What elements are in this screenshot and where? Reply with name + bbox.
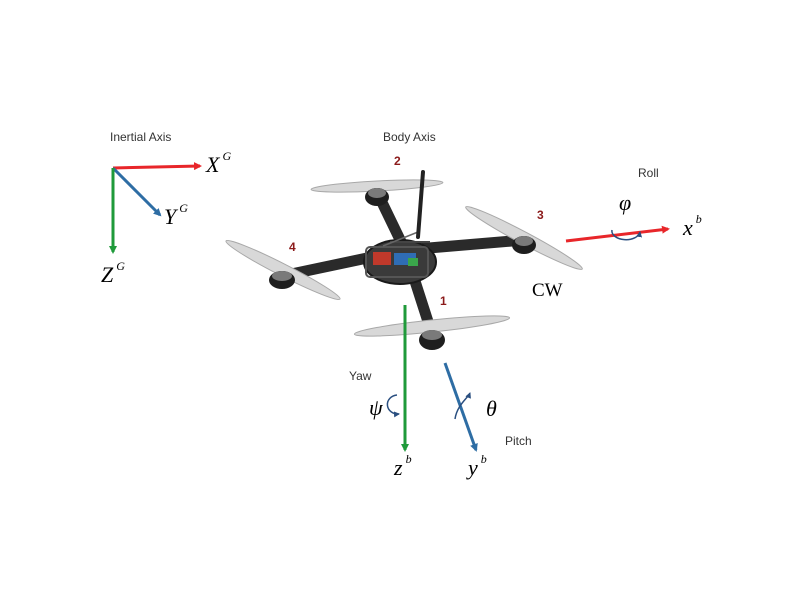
inertial-axis-caption: Inertial Axis [110, 130, 172, 144]
motor-2 [365, 188, 389, 206]
motor-3 [512, 236, 536, 254]
rotation-direction-label: CW [532, 280, 563, 301]
rotor-number-4: 4 [289, 240, 296, 254]
motor-4 [269, 271, 295, 289]
inertial-y-axis-arrow [111, 166, 162, 217]
drone-battery [373, 252, 391, 265]
yaw-rotation-arrow [386, 394, 400, 418]
yaw-angle-symbol: ψ [369, 395, 383, 420]
drone-center-frame [363, 231, 437, 285]
roll-angle-symbol: φ [619, 190, 632, 215]
roll-rotation-arrow [611, 229, 643, 241]
inertial-axes [109, 162, 202, 254]
pitch-caption: Pitch [505, 434, 532, 448]
drone-antenna [416, 170, 425, 239]
pitch-angle-symbol: θ [486, 396, 497, 421]
yaw-caption: Yaw [349, 369, 372, 383]
rotor-number-1: 1 [440, 294, 447, 308]
pitch-rotation-arrow [454, 392, 471, 420]
body-x-axis-arrow [565, 225, 670, 243]
motor-1 [419, 330, 445, 350]
body-axis-caption: Body Axis [383, 130, 436, 144]
inertial-x-axis-arrow [112, 162, 202, 171]
rotor-number-3: 3 [537, 208, 544, 222]
rotor-number-2: 2 [394, 154, 401, 168]
quadcopter-drone [225, 170, 583, 350]
roll-caption: Roll [638, 166, 659, 180]
